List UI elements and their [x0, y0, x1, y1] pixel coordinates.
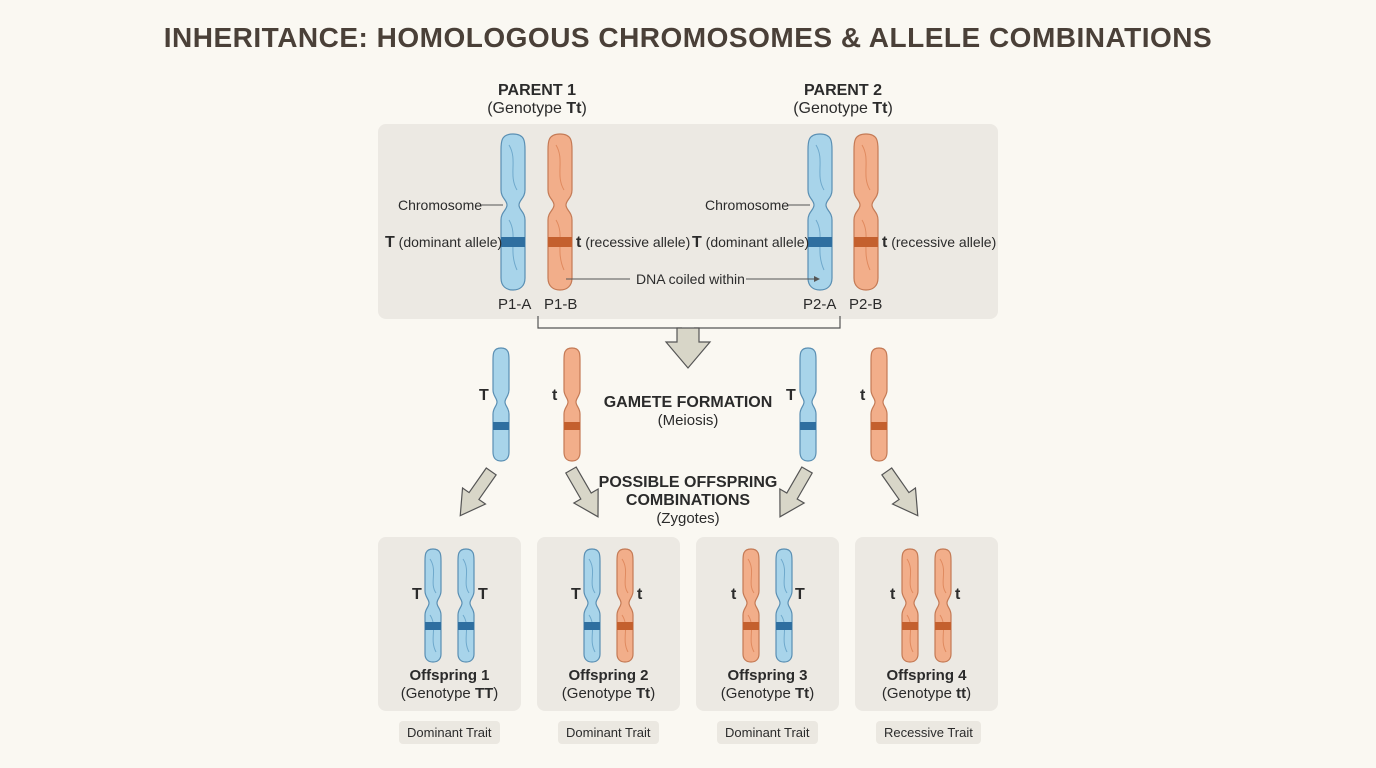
offspring-card-2: Offspring 2 (Genotype Tt): [537, 537, 680, 711]
recessive-label-p1: t (recessive allele): [576, 234, 691, 251]
offspring-1-chromosome-a: [424, 548, 442, 663]
offspring-1-allele-a: T: [412, 586, 422, 603]
gamete-heading: GAMETE FORMATION (Meiosis): [603, 394, 773, 429]
offspring-2-chromosome-b: [616, 548, 634, 663]
offspring-card-4: Offspring 4 (Genotype tt): [855, 537, 998, 711]
trait-badge-4: Recessive Trait: [876, 721, 981, 744]
offspring-2-chromosome-a: [583, 548, 601, 663]
offspring-4-chromosome-b: [934, 548, 952, 663]
gamete-chromosome-4: [870, 347, 888, 462]
gamete-chromosome-3: [799, 347, 817, 462]
offspring-card-1: Offspring 1 (Genotype TT): [378, 537, 521, 711]
offspring-3-allele-a: t: [731, 586, 737, 603]
arrow-to-offspring-4-icon: [881, 467, 919, 517]
offspring-3-chromosome-b: [775, 548, 793, 663]
gamete-allele-2: t: [552, 387, 558, 404]
trait-badge-2: Dominant Trait: [558, 721, 659, 744]
gamete-allele-1: T: [479, 387, 489, 404]
chromosome-p2-a: [807, 133, 833, 291]
offspring-4-allele-b: t: [955, 586, 961, 603]
offspring-3-name: Offspring 3: [727, 667, 808, 684]
chromosome-p1-b: [547, 133, 573, 291]
recessive-label-p2: t (recessive allele): [882, 234, 997, 251]
chromosome-label-p1-a: P1-A: [498, 296, 532, 313]
dna-label: DNA coiled within: [636, 271, 745, 287]
chromosome-p1-a: [500, 133, 526, 291]
offspring-card-3: Offspring 3 (Genotype Tt): [696, 537, 839, 711]
trait-badge-1: Dominant Trait: [399, 721, 500, 744]
offspring-1-chromosome-b: [457, 548, 475, 663]
arrow-to-offspring-3-icon: [779, 466, 814, 518]
parent-2-genotype: (Genotype Tt): [793, 100, 893, 117]
gamete-chromosome-2: [563, 347, 581, 462]
offspring-2-allele-a: T: [571, 586, 581, 603]
parent-2-heading: PARENT 2 (Genotype Tt): [733, 82, 953, 118]
trait-badge-3: Dominant Trait: [717, 721, 818, 744]
offspring-4-allele-a: t: [890, 586, 896, 603]
offspring-2-name: Offspring 2: [568, 667, 649, 684]
parent-2-name: PARENT 2: [804, 82, 882, 99]
offspring-4-name: Offspring 4: [886, 667, 967, 684]
gamete-chromosome-1: [492, 347, 510, 462]
parent-1-heading: PARENT 1 (Genotype Tt): [427, 82, 647, 118]
arrow-to-offspring-1-icon: [459, 467, 497, 517]
offspring-3-genotype: (Genotype Tt): [720, 685, 815, 702]
chromosome-callout-p2: Chromosome: [705, 197, 790, 213]
chromosome-p2-b: [853, 133, 879, 291]
dominant-label-p1: T (dominant allele): [385, 234, 503, 251]
offspring-chromosomes: [424, 548, 952, 663]
parent-1-name: PARENT 1: [498, 82, 576, 99]
offspring-4-chromosome-a: [901, 548, 919, 663]
chromosome-label-p2-b: P2-B: [849, 296, 883, 313]
dominant-label-p2: T (dominant allele): [692, 234, 810, 251]
chromosome-callout-p1: Chromosome: [398, 197, 483, 213]
diagram-title: INHERITANCE: HOMOLOGOUS CHROMOSOMES & AL…: [163, 22, 1213, 53]
panel-bracket: [537, 316, 841, 329]
offspring-3-allele-b: T: [795, 586, 805, 603]
offspring-3-chromosome-a: [742, 548, 760, 663]
offspring-2-genotype: (Genotype Tt): [561, 685, 656, 702]
offspring-4-genotype: (Genotype tt): [881, 685, 972, 702]
gamete-allele-4: t: [860, 387, 866, 404]
chromosome-label-p1-b: P1-B: [544, 296, 578, 313]
offspring-1-name: Offspring 1: [409, 667, 490, 684]
parent-1-genotype: (Genotype Tt): [487, 100, 587, 117]
arrow-to-offspring-2-icon: [564, 466, 599, 518]
gamete-allele-3: T: [786, 387, 796, 404]
offspring-1-allele-b: T: [478, 586, 488, 603]
offspring-1-genotype: (Genotype TT): [400, 685, 499, 702]
chromosome-label-p2-a: P2-A: [803, 296, 837, 313]
down-arrow-icon: [664, 327, 712, 369]
offspring-2-allele-b: t: [637, 586, 643, 603]
offspring-heading: POSSIBLE OFFSPRING COMBINATIONS (Zygotes…: [598, 474, 778, 527]
parents-panel: [378, 124, 998, 319]
